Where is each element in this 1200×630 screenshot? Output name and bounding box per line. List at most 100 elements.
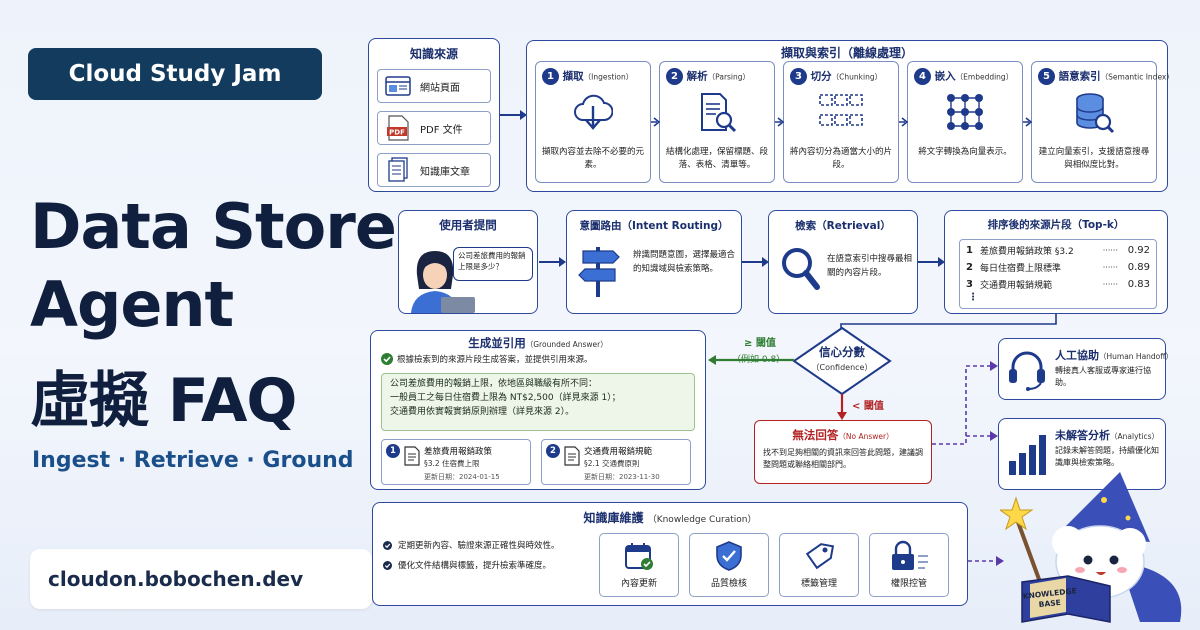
knowledge-sources-panel: 知識來源 網站頁面 PDF PDF 文件 知識庫文章 [368, 38, 500, 192]
magnifier-icon [782, 248, 820, 290]
intent-title: 意圖路由（Intent Routing） [579, 220, 729, 232]
lock-icon [870, 540, 948, 572]
question-bubble: 公司差旅費用的報銷上限是多少？ [453, 247, 533, 281]
arrow-confidence-to-answer [708, 355, 794, 365]
sources-title: 知識來源 [409, 47, 458, 61]
intent-desc: 辨識問題意圖，選擇最適合的知識域與檢索策略。 [633, 250, 736, 274]
source-pdf-label: PDF 文件 [420, 124, 463, 136]
handoff-title: 人工協助 [1055, 349, 1099, 362]
source-webpage-label: 網站頁面 [420, 82, 460, 94]
doc-icon [404, 446, 420, 466]
title-line-2: Agent [30, 268, 234, 341]
user-question-title: 使用者提問 [439, 218, 497, 232]
curation-title: 知識庫維護 [583, 511, 644, 525]
curation-quality-check[interactable]: 品質檢核 [689, 533, 769, 597]
answer-check-text: 根據檢索到的來源片段生成答案，並提供引用來源。 [397, 355, 593, 365]
ingest-title: 擷取與索引（離線處理） [780, 46, 913, 60]
analytics-title: 未解答分析 [1055, 429, 1110, 442]
curation-content-update[interactable]: 內容更新 [599, 533, 679, 597]
user-avatar-icon [411, 251, 475, 313]
retrieval-title: 檢索（Retrieval） [795, 220, 891, 232]
curation-access-control[interactable]: 權限控管 [869, 533, 949, 597]
chunk-icon [784, 92, 898, 132]
source-pdf: PDF PDF 文件 [377, 111, 491, 145]
analytics-desc: 記錄未解答問題，持續優化知識庫與檢索策略。 [1055, 446, 1159, 467]
webpage-icon [384, 76, 412, 96]
source-webpage: 網站頁面 [377, 69, 491, 103]
embedding-grid-icon [908, 92, 1022, 132]
check-bullet-icon [383, 560, 392, 570]
tag-icon [780, 540, 858, 572]
step-ingestion: 1 擷取（Ingestion） 擷取內容並去除不必要的元素。 [535, 61, 651, 183]
answer-line: 交通費用依實報實銷原則辦理（詳見來源 2）。 [390, 406, 575, 417]
site-url[interactable]: cloudon.bobochen.dev [30, 549, 372, 609]
tagline: Ingest · Retrieve · Ground [32, 448, 354, 473]
step-parsing: 2 解析（Parsing） 結構化處理，保留標題、段落、表格、清單等。 [659, 61, 775, 183]
confidence-diamond [792, 326, 892, 396]
document-search-icon [660, 92, 774, 134]
title-line-3: 虛擬 FAQ [30, 366, 297, 436]
brand-badge: Cloud Study Jam [28, 48, 322, 100]
pdf-icon: PDF [384, 115, 412, 141]
knowledge-curation-panel: 知識庫維護 （Knowledge Curation） 定期更新內容、驗證來源正確… [372, 502, 968, 606]
curation-bullet: 優化文件結構與標籤，提升檢索準確度。 [383, 559, 551, 571]
topk-title: 排序後的來源片段（Top-k） [987, 219, 1125, 231]
threshold-high-example: （例如 0.8） [732, 355, 786, 365]
step-semantic-index: 5 語意索引（Semantic Index） 建立向量索引，支援語意搜尋與相似度… [1031, 61, 1174, 183]
arrow-confidence-to-noanswer [837, 394, 847, 420]
calendar-check-icon [600, 540, 678, 572]
handoff-en: （Human Handoff） [1099, 352, 1173, 361]
retrieval-desc: 在語意索引中搜尋最相關的內容片段。 [827, 254, 913, 278]
check-circle-icon [381, 353, 393, 365]
pdf-badge: PDF [389, 129, 405, 137]
step-embedding-desc: 將文字轉換為向量表示。 [918, 147, 1012, 157]
threshold-low-label: < 閾值 [852, 401, 884, 412]
source-article: 知識庫文章 [377, 153, 491, 187]
curation-bullet: 定期更新內容、驗證來源正確性與時效性。 [383, 539, 560, 551]
step-ingestion-desc: 擷取內容並去除不必要的元素。 [541, 147, 644, 170]
step-parsing-desc: 結構化處理，保留標題、段落、表格、清單等。 [665, 147, 768, 170]
topk-more: ⋮ [968, 292, 978, 303]
citation-card-1[interactable]: 1 差旅費用報銷政策 §3.2 住宿費上限 更新日期：2024-01-15 [381, 439, 531, 485]
no-answer-desc: 找不到足夠相關的資訊來回答此問題，建議調整問題或聯絡相關部門。 [763, 448, 923, 469]
no-answer-title: 無法回答 [792, 428, 839, 442]
answer-line: 公司差旅費用的報銷上限，依地區與職級有所不同： [390, 379, 598, 389]
step-chunking-desc: 將內容切分為適當大小的片段。 [789, 147, 892, 170]
answer-en: （Grounded Answer） [525, 340, 608, 349]
book-title-line2: BASE [1038, 598, 1061, 609]
analytics-en: （Analytics） [1110, 432, 1160, 441]
step-semantic-index-desc: 建立向量索引，支援語意搜尋與相似度比對。 [1038, 147, 1150, 170]
threshold-high-label: ≥ 閾值 [744, 338, 776, 349]
arrow-topk-to-confidence [840, 314, 1057, 328]
user-question-box: 使用者提問 公司差旅費用的報銷上限是多少？ [398, 210, 538, 314]
step-chunking: 3 切分（Chunking） 將內容切分為適當大小的片段。 [783, 61, 899, 183]
citation-card-2[interactable]: 2 交通費用報銷規範 §2.1 交通費原則 更新日期：2023-11-30 [541, 439, 691, 485]
arrow-noanswer-to-support [932, 361, 998, 445]
grounded-answer-panel: 生成並引用（Grounded Answer） 根據檢索到的來源片段生成答案，並提… [370, 330, 706, 490]
intent-routing-box: 意圖路由（Intent Routing） 辨識問題意圖，選擇最適合的知識域與檢索… [566, 210, 742, 314]
arrow-intent-to-retrieval [742, 257, 769, 267]
check-bullet-icon [383, 540, 392, 550]
human-handoff-box: 人工協助（Human Handoff） 轉接真人客服或專家進行協助。 [998, 338, 1173, 400]
curation-en: （Knowledge Curation） [647, 515, 757, 525]
handoff-desc: 轉接真人客服或專家進行協助。 [1055, 366, 1151, 387]
no-answer-en: （No Answer） [838, 432, 894, 441]
analytics-box: 未解答分析（Analytics） 記錄未解答問題，持續優化知識庫與檢索策略。 [998, 418, 1166, 490]
database-search-icon [1032, 92, 1156, 134]
confidence-title: 信心分數 [819, 345, 865, 359]
retrieval-box: 檢索（Retrieval） 在語意索引中搜尋最相關的內容片段。 [768, 210, 918, 314]
step-embedding: 4 嵌入（Embedding） 將文字轉換為向量表示。 [907, 61, 1023, 183]
article-icon [384, 157, 412, 183]
curation-tag-management[interactable]: 標籤管理 [779, 533, 859, 597]
shield-check-icon [690, 540, 768, 572]
arrow-retrieval-to-topk [918, 257, 945, 267]
bar-chart-icon [1009, 435, 1046, 475]
answer-text-box: 公司差旅費用的報銷上限，依地區與職級有所不同： 一般員工之每日住宿費上限為 NT… [381, 373, 695, 431]
source-article-label: 知識庫文章 [420, 166, 470, 178]
arrow-user-to-intent [539, 257, 566, 267]
